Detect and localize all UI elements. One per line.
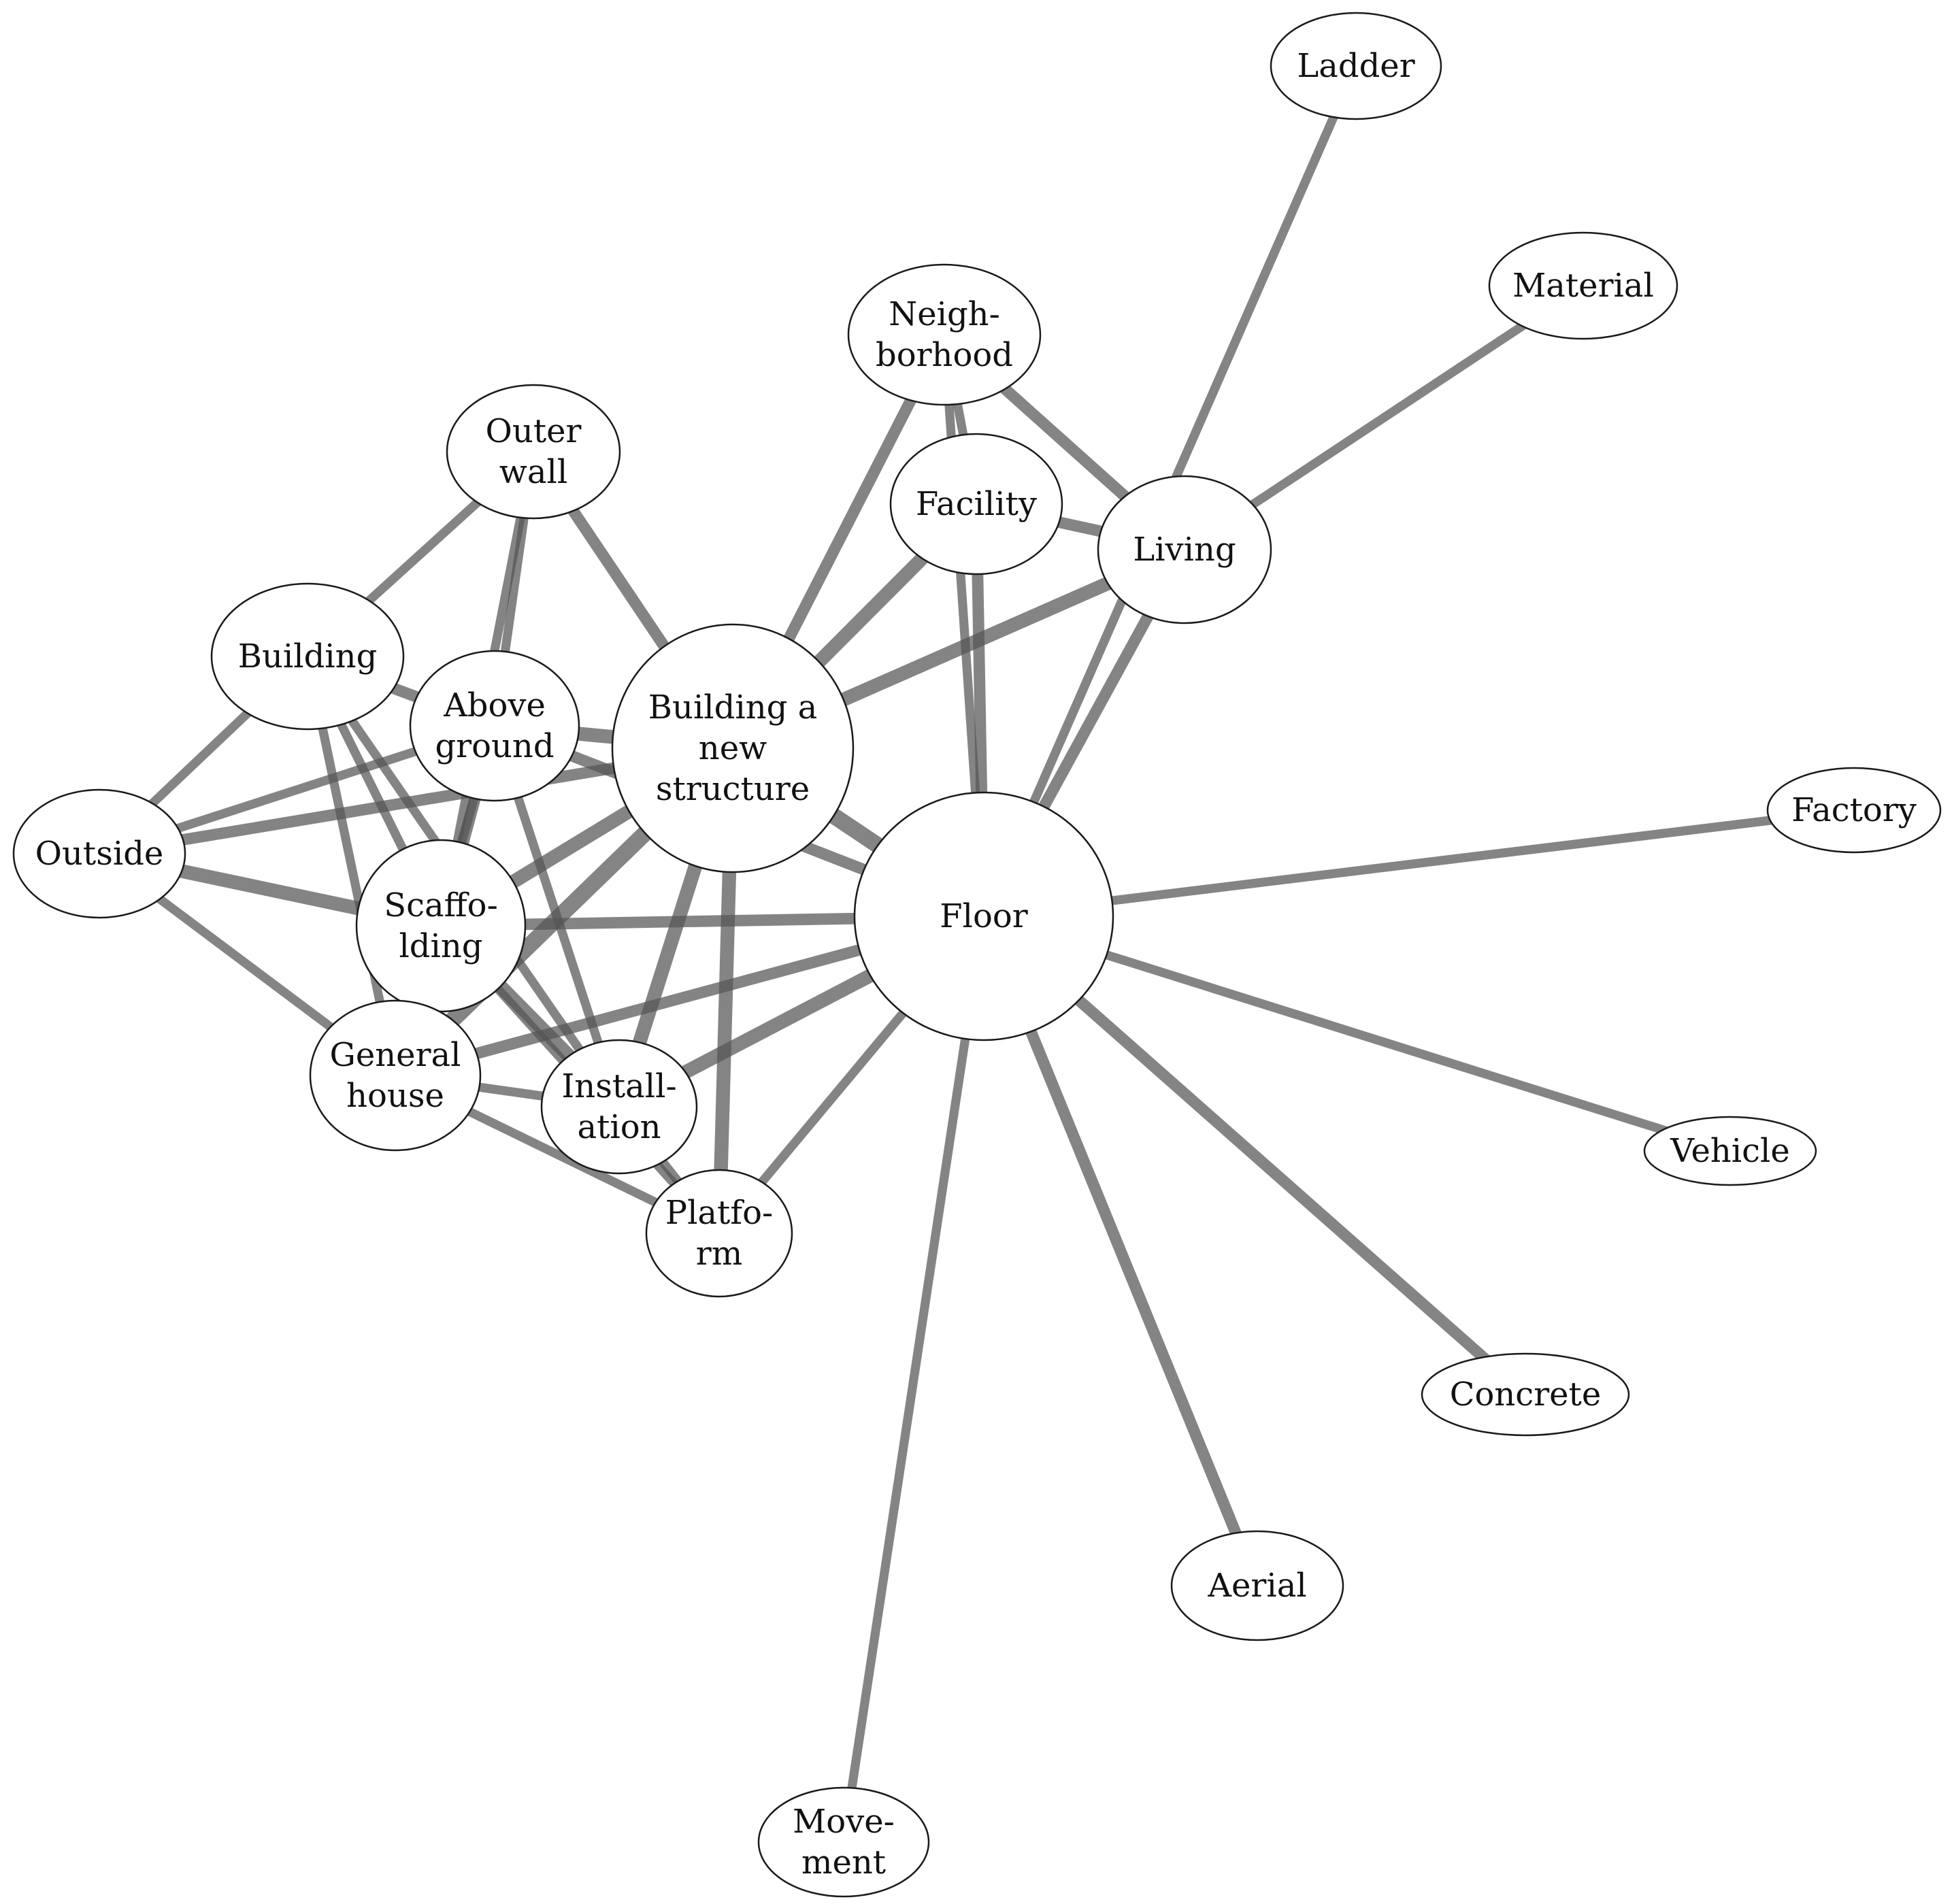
node-label: Move- <box>793 1803 895 1841</box>
node-label: Platfo- <box>665 1194 773 1232</box>
node-shape <box>409 650 580 802</box>
node-shape <box>540 1039 698 1175</box>
node-label: ation <box>577 1108 661 1146</box>
node-label: Factory <box>1791 791 1917 829</box>
edge-floor-vehicle <box>982 912 1732 1156</box>
node-label: borhood <box>876 336 1013 374</box>
node-factory: Factory <box>1766 767 1942 854</box>
node-shape <box>611 623 855 873</box>
node-shape <box>847 263 1042 406</box>
node-shape <box>757 1786 930 1898</box>
node-label: rm <box>696 1235 742 1273</box>
node-shape <box>309 999 482 1152</box>
node-outside: Outside <box>12 788 186 919</box>
edge-factory-floor <box>983 805 1855 921</box>
node-shape <box>1097 475 1272 624</box>
node-label: ment <box>801 1843 886 1882</box>
node-living: Living <box>1097 475 1272 624</box>
node-label: Neigh- <box>889 295 1000 333</box>
node-label: Material <box>1512 267 1654 305</box>
node-label: Outside <box>35 835 164 873</box>
node-label: Facility <box>916 485 1037 523</box>
nodes-layer: LadderMaterialNeigh-borhoodOuterwallFaci… <box>12 12 1942 1898</box>
node-label: Above <box>443 686 546 724</box>
node-shape <box>1488 231 1678 340</box>
node-building: Building <box>210 582 405 731</box>
node-label: Living <box>1133 531 1236 569</box>
node-label: structure <box>656 770 810 808</box>
node-concrete: Concrete <box>1421 1352 1630 1437</box>
node-vehicle: Vehicle <box>1643 1116 1817 1186</box>
node-platform: Platfo-rm <box>645 1169 793 1298</box>
node-floor: Floor <box>853 791 1114 1041</box>
node-material: Material <box>1488 231 1678 340</box>
node-shape <box>1643 1116 1817 1186</box>
node-neighborhood: Neigh-borhood <box>847 263 1042 406</box>
node-label: Building <box>238 637 378 675</box>
node-facility: Facility <box>889 433 1063 575</box>
node-label: lding <box>399 927 482 965</box>
node-ladder: Ladder <box>1270 12 1442 120</box>
node-scaffolding: Scaffo-lding <box>355 839 527 1013</box>
node-shape <box>1766 767 1942 854</box>
node-aerial: Aerial <box>1170 1530 1344 1641</box>
node-label: Floor <box>940 897 1027 935</box>
node-label: new <box>699 729 767 767</box>
node-shape <box>645 1169 793 1298</box>
node-label: Aerial <box>1207 1567 1306 1605</box>
node-label: Scaffo- <box>384 886 498 924</box>
node-shape <box>1270 12 1442 120</box>
node-label: ground <box>435 727 554 765</box>
node-label: house <box>346 1077 444 1115</box>
node-label: Building a <box>648 688 817 726</box>
node-shape <box>12 788 186 919</box>
node-label: Vehicle <box>1670 1132 1790 1170</box>
node-installation: Install-ation <box>540 1039 698 1175</box>
node-label: wall <box>499 453 567 491</box>
edge-floor-movement <box>839 916 989 1843</box>
node-label: Concrete <box>1450 1375 1601 1414</box>
node-shape <box>355 839 527 1013</box>
node-label: Install- <box>561 1067 676 1105</box>
node-shape <box>1170 1530 1344 1641</box>
node-label: General <box>330 1036 461 1074</box>
node-shape <box>210 582 405 731</box>
node-movement: Move-ment <box>757 1786 930 1898</box>
node-shape <box>1421 1352 1630 1437</box>
node-shape <box>446 384 621 520</box>
node-shape <box>889 433 1063 575</box>
node-shape <box>853 791 1114 1041</box>
node-label: Outer <box>486 412 582 450</box>
node-label: Ladder <box>1297 47 1414 85</box>
